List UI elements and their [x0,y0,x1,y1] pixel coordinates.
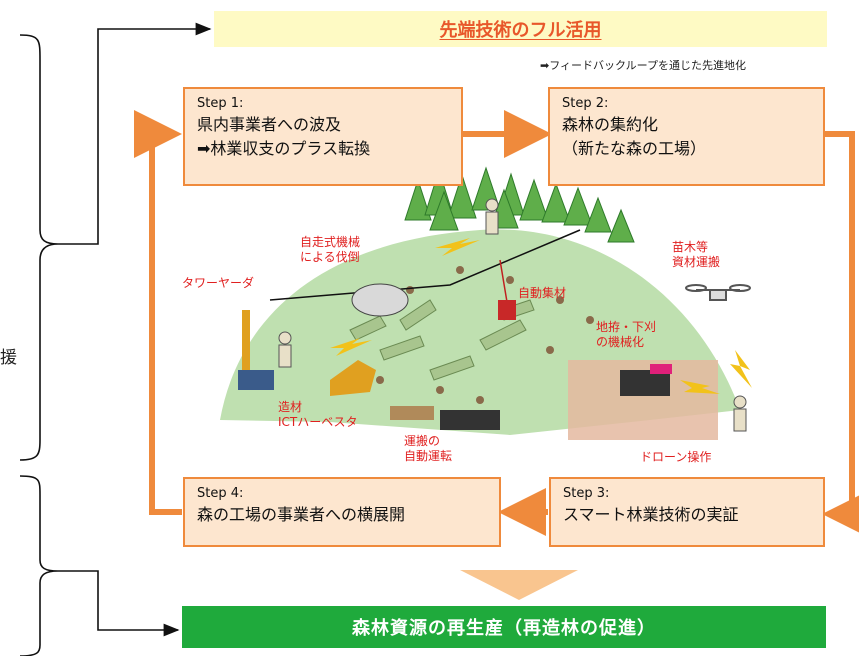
label-seedling-transport: 苗木等 資材運搬 [672,240,721,269]
drone-icon [685,284,751,301]
arrow-step4-to-step1 [134,110,182,515]
step-3-line1: スマート林業技術の実証 [563,505,739,524]
step-3-number: Step 3: [563,486,610,501]
top-banner-label: 先端技術のフル活用 [439,20,602,41]
forwarder [440,410,500,430]
bottom-connector [58,570,180,637]
upper-brace [19,34,59,461]
felling-machine [351,283,409,317]
forest-illustration [220,166,752,440]
step-1-box: Step 1: 県内事業者への波及 ➡林業収支のプラス転換 [183,87,463,186]
auto-yarding-cart [498,300,516,320]
step-3-box: Step 3: スマート林業技術の実証 [549,477,825,547]
lower-brace [19,475,59,656]
bottom-banner-label: 森林資源の再生産（再造林の促進） [352,618,656,639]
step-1-line2: ➡林業収支のプラス転換 [197,139,371,158]
step-1-line1: 県内事業者への波及 [197,115,342,134]
top-banner: 先端技術のフル活用 [214,11,827,47]
felled-logs [349,299,535,381]
tree-stumps [376,266,594,404]
label-ict-harvester: 造材 ICTハーベスタ [278,400,358,429]
top-connector [58,22,212,245]
yarder-cable [269,229,581,301]
feedback-note: ➡フィードバックループを通じた先進地化 [540,59,747,72]
step-4-box: Step 4: 森の工場の事業者への横展開 [183,477,501,547]
down-arrow [460,570,578,600]
step-2-box: Step 2: 森林の集約化 （新たな森の工場） [548,87,825,186]
operators [278,198,747,432]
label-drone-operation: ドローン操作 [640,450,712,464]
label-auto-transport: 運搬の 自動運転 [404,434,453,463]
arrow-step2-to-step3 [822,131,859,538]
step-2-number: Step 2: [562,96,609,111]
label-self-propelled: 自走式機械 による伐倒 [300,235,361,264]
label-site-prep: 地拵・下刈 の機械化 [596,320,657,349]
label-auto-yarding: 自動集材 [518,286,567,300]
side-character: 援 [0,348,17,368]
tower-yarder [242,310,250,380]
step-4-line1: 森の工場の事業者への横展開 [197,505,406,524]
step-1-number: Step 1: [197,96,244,111]
signal-bolts [330,238,752,394]
step-4-number: Step 4: [197,486,244,501]
bottom-banner: 森林資源の再生産（再造林の促進） [182,606,826,648]
label-tower-yarder: タワーヤーダ [182,276,255,290]
step-2-line1: 森林の集約化 [562,115,659,134]
step-2-line2: （新たな森の工場） [562,139,707,158]
ict-harvester [330,360,376,396]
